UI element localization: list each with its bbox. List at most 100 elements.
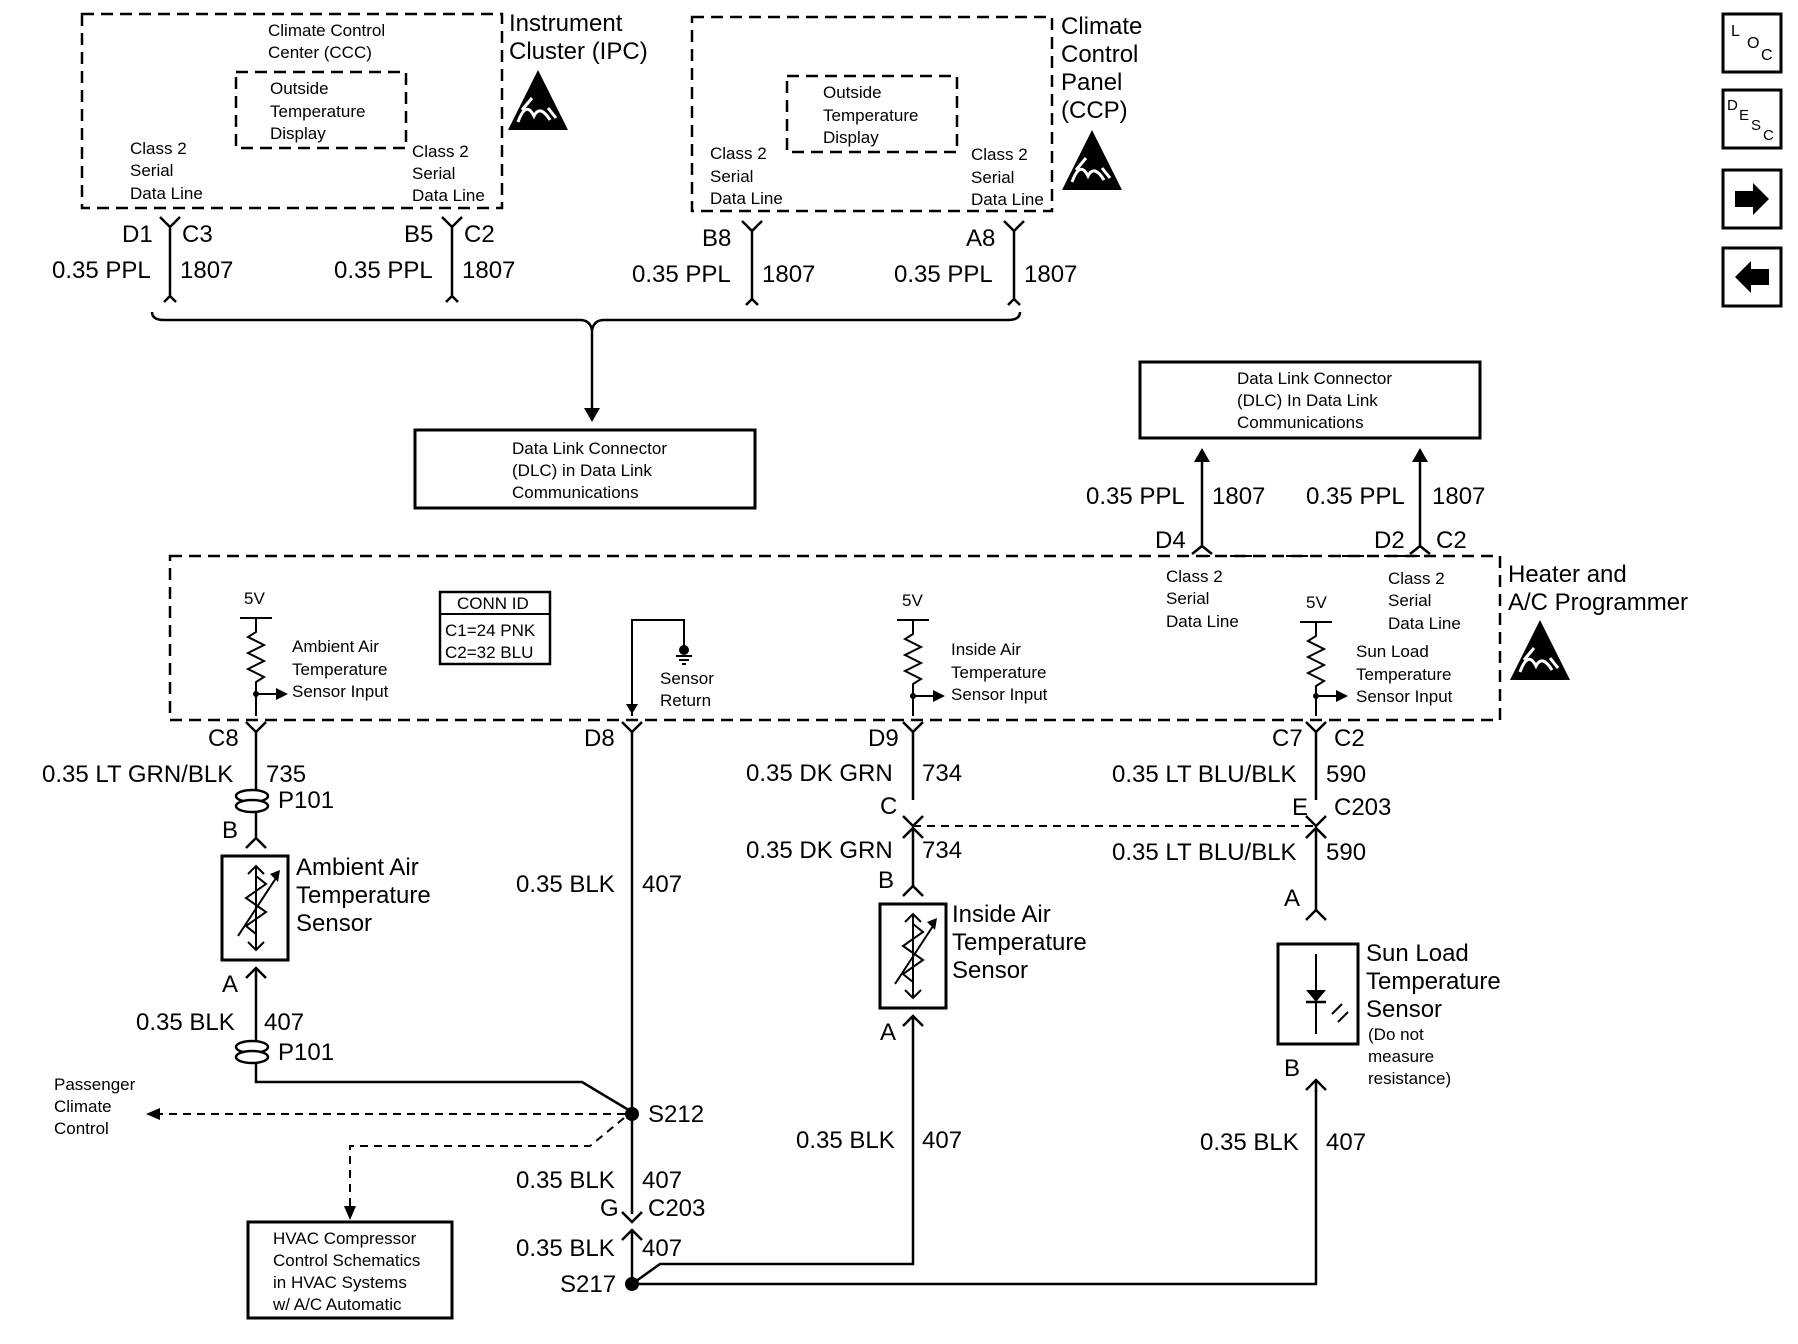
svg-text:407: 407 [264, 1009, 304, 1036]
svg-text:measure: measure [1368, 1047, 1434, 1066]
svg-text:D1: D1 [122, 221, 153, 248]
svg-text:Display: Display [823, 128, 879, 147]
svg-text:0.35 BLK: 0.35 BLK [516, 871, 615, 898]
svg-text:0.35 BLK: 0.35 BLK [796, 1127, 895, 1154]
svg-text:Communications: Communications [512, 483, 639, 502]
inside-air-branch: D9 0.35 DK GRN 734 C 0.35 DK GRN 734 B I… [746, 721, 1316, 1154]
svg-text:Climate Control: Climate Control [268, 21, 385, 40]
svg-text:Data Line: Data Line [710, 189, 783, 208]
svg-text:A/C Programmer: A/C Programmer [1508, 589, 1688, 616]
esd-icon [1510, 620, 1570, 680]
svg-text:S217: S217 [560, 1271, 616, 1298]
inside-air-temp-sensor [878, 902, 948, 1010]
svg-text:0.35 LT GRN/BLK: 0.35 LT GRN/BLK [42, 761, 233, 788]
svg-text:A8: A8 [966, 225, 995, 252]
programmer-dlc-connectors: 0.35 PPL 1807 D4 0.35 PPL 1807 D2 C2 [1086, 448, 1485, 557]
svg-text:Temperature: Temperature [1356, 665, 1451, 684]
top-connectors: D1 C3 0.35 PPL 1807 B5 C2 0.35 PPL 1807 … [52, 216, 1077, 422]
ccp-title: Climate [1061, 13, 1142, 40]
svg-text:0.35 BLK: 0.35 BLK [516, 1167, 615, 1194]
svg-text:0.35 PPL: 0.35 PPL [52, 257, 151, 284]
svg-text:Class 2: Class 2 [971, 145, 1028, 164]
svg-text:L: L [1731, 23, 1740, 40]
svg-text:D4: D4 [1155, 527, 1186, 554]
svg-text:E: E [1739, 107, 1749, 124]
ipc-outside-temp-display-outline [234, 70, 408, 150]
ccp-outside-temp-display-outline [785, 74, 959, 154]
svg-text:590: 590 [1326, 761, 1366, 788]
ambient-sensor-label: Ambient Air [296, 854, 419, 881]
svg-text:0.35 PPL: 0.35 PPL [632, 261, 731, 288]
svg-text:C: C [880, 793, 897, 820]
svg-text:Data Line: Data Line [412, 186, 485, 205]
svg-text:Climate: Climate [54, 1097, 112, 1116]
svg-text:407: 407 [642, 871, 682, 898]
svg-text:Sensor Input: Sensor Input [292, 682, 389, 701]
svg-text:Data Link Connector: Data Link Connector [1237, 369, 1392, 388]
ambient-sensor-input-circuit: 5V Ambient Air Temperature Sensor Input [240, 589, 389, 716]
description-button[interactable]: D E S C [1721, 88, 1783, 150]
svg-text:Outside: Outside [823, 83, 882, 102]
svg-text:Control: Control [1061, 41, 1138, 68]
svg-text:Communications: Communications [1237, 413, 1364, 432]
svg-text:Display: Display [270, 124, 326, 143]
svg-text:Sensor: Sensor [660, 669, 714, 688]
svg-text:Sensor Input: Sensor Input [951, 685, 1048, 704]
svg-text:Class 2: Class 2 [1388, 569, 1445, 588]
svg-text:C7: C7 [1272, 725, 1303, 752]
inside-sensor-label: Inside Air [952, 901, 1051, 928]
svg-text:P101: P101 [278, 1039, 334, 1066]
svg-text:407: 407 [642, 1167, 682, 1194]
svg-text:590: 590 [1326, 839, 1366, 866]
sun-load-branch: C7 C2 0.35 LT BLU/BLK 590 E C203 0.35 LT… [1112, 721, 1501, 1156]
location-button[interactable]: L O C [1721, 12, 1783, 74]
svg-text:0.35 PPL: 0.35 PPL [1306, 483, 1405, 510]
svg-text:0.35 DK GRN: 0.35 DK GRN [746, 837, 893, 864]
svg-text:Temperature: Temperature [823, 106, 918, 125]
svg-text:w/ A/C Automatic: w/ A/C Automatic [272, 1295, 402, 1314]
svg-text:0.35 PPL: 0.35 PPL [334, 257, 433, 284]
dlc-reference-box[interactable]: Data Link Connector (DLC) in Data Link C… [413, 428, 757, 510]
heater-ac-programmer: Heater and A/C Programmer CONN ID C1=24 … [168, 554, 1688, 722]
svg-text:1807: 1807 [462, 257, 515, 284]
svg-text:D2: D2 [1374, 527, 1405, 554]
svg-text:Sun Load: Sun Load [1356, 642, 1429, 661]
svg-text:Data Line: Data Line [130, 184, 203, 203]
svg-text:B: B [1284, 1055, 1300, 1082]
svg-text:Serial: Serial [412, 164, 455, 183]
hvac-compressor-reference-box[interactable]: HVAC Compressor Control Schematics in HV… [246, 1220, 454, 1320]
svg-text:P101: P101 [278, 787, 334, 814]
svg-text:1807: 1807 [1432, 483, 1485, 510]
svg-text:734: 734 [922, 837, 962, 864]
svg-text:Sensor: Sensor [296, 910, 372, 937]
svg-text:Temperature: Temperature [296, 882, 431, 909]
svg-text:Temperature: Temperature [292, 660, 387, 679]
svg-text:S212: S212 [648, 1101, 704, 1128]
svg-text:B8: B8 [702, 225, 731, 252]
sun-load-sensor [1276, 942, 1360, 1046]
svg-text:Sensor: Sensor [952, 957, 1028, 984]
svg-text:0.35 LT BLU/BLK: 0.35 LT BLU/BLK [1112, 839, 1297, 866]
svg-text:C: C [1761, 47, 1773, 64]
dlc-reference-box-right[interactable]: Data Link Connector (DLC) In Data Link C… [1138, 360, 1482, 440]
next-page-button[interactable] [1721, 168, 1783, 230]
svg-text:A: A [222, 971, 238, 998]
svg-text:Return: Return [660, 691, 711, 710]
svg-text:Serial: Serial [710, 167, 753, 186]
svg-text:Data Line: Data Line [971, 190, 1044, 209]
ambient-air-temp-sensor [220, 854, 290, 962]
svg-text:Temperature: Temperature [951, 663, 1046, 682]
svg-text:Temperature: Temperature [1366, 968, 1501, 995]
ipc-module: Instrument Cluster (IPC) Climate Control… [80, 10, 648, 210]
passenger-climate-control-reference[interactable]: Passenger Climate Control [54, 1075, 136, 1138]
svg-text:0.35 PPL: 0.35 PPL [1086, 483, 1185, 510]
ccp-module-outline [690, 15, 1054, 213]
svg-text:D9: D9 [868, 725, 899, 752]
svg-text:1807: 1807 [180, 257, 233, 284]
previous-page-button[interactable] [1721, 246, 1783, 308]
svg-text:0.35 LT BLU/BLK: 0.35 LT BLU/BLK [1112, 761, 1297, 788]
arrow-left-icon [1735, 261, 1769, 293]
svg-text:0.35 BLK: 0.35 BLK [1200, 1129, 1299, 1156]
ground-branch: D8 0.35 BLK 407 S212 0.35 BLK 407 G C203… [146, 721, 1318, 1298]
svg-text:Class 2: Class 2 [412, 142, 469, 161]
